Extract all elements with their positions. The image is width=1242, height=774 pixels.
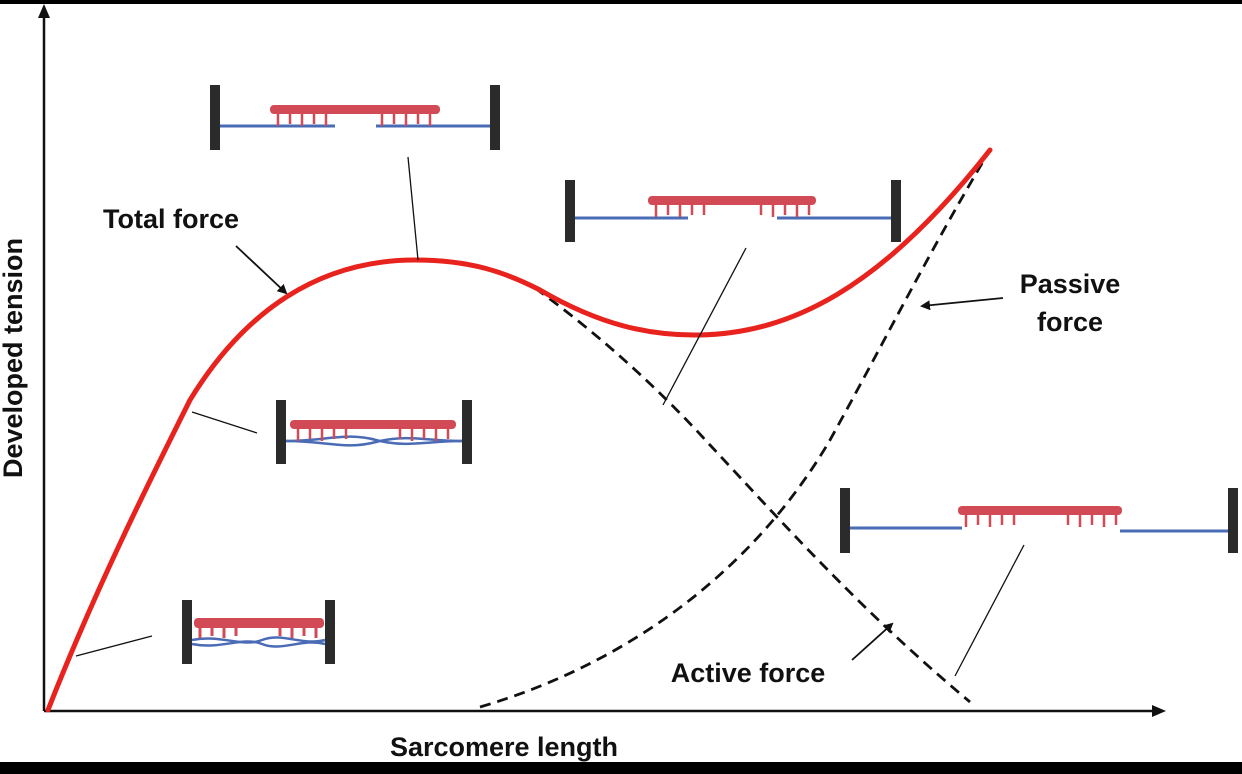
y-axis-arrow-icon [38, 4, 50, 18]
leader-line-overstretched [954, 544, 1025, 677]
total-force-curve [45, 147, 993, 713]
axes [38, 4, 1166, 717]
x-axis-title: Sarcomere length [390, 732, 618, 762]
leader-line-very-short [75, 635, 153, 657]
sarcomere-overstretched-icon [840, 488, 1238, 553]
sarcomere-short-icon [276, 400, 472, 464]
sarcomere-optimal-icon [210, 85, 500, 150]
plot-background [0, 4, 1242, 762]
sarcomere-long-icon [565, 180, 901, 242]
passive-force-label-line2: force [1037, 307, 1103, 337]
leader-lines [75, 156, 1025, 677]
active-force-arrow-icon [851, 622, 894, 661]
y-axis-title: Developed tension [0, 238, 28, 478]
active-force-label: Active force [671, 658, 826, 688]
x-axis-arrow-icon [1152, 705, 1166, 717]
leader-line-optimal [407, 156, 419, 261]
total-force-label: Total force [103, 204, 239, 234]
passive-force-label-line1: Passive [1020, 269, 1121, 299]
passive-force-curve [479, 149, 992, 709]
leader-line-long [662, 247, 747, 406]
passive-force-arrow-icon [920, 297, 1004, 311]
leader-line-short [191, 411, 258, 434]
sarcomere-very-short-icon [182, 600, 335, 664]
total-force-arrow-icon [235, 245, 288, 295]
